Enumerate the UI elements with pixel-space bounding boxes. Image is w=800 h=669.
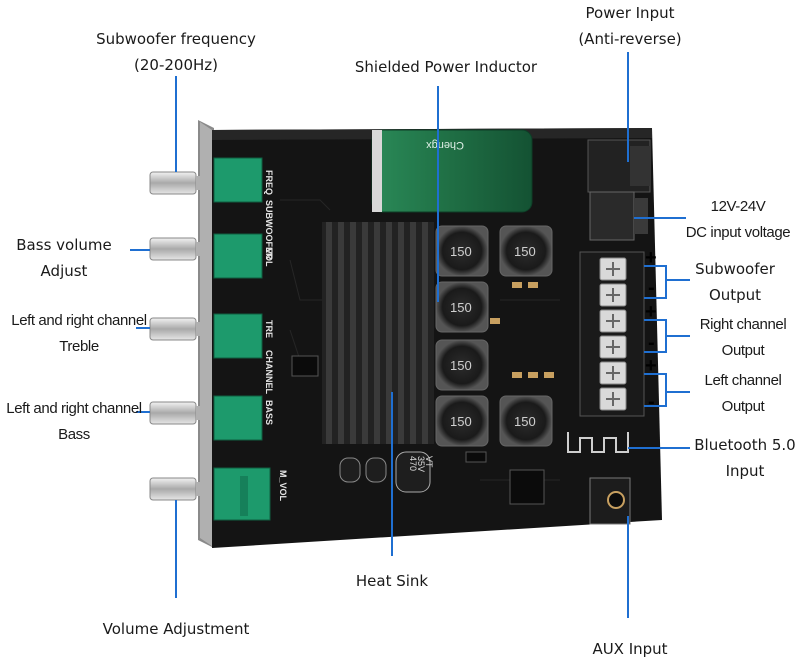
- label-shielded-power-inductor: Shielded Power Inductor: [354, 58, 538, 76]
- label-subwoofer-output: Subwoofer Output: [695, 260, 775, 304]
- inductor: 150: [499, 225, 553, 277]
- svg-text:150: 150: [514, 244, 536, 259]
- inductor: 150: [435, 281, 489, 333]
- ic-chips: [291, 355, 545, 505]
- svg-text:150: 150: [514, 414, 536, 429]
- bluetooth-antenna: [567, 432, 629, 453]
- label-heat-sink: Heat Sink: [355, 572, 429, 590]
- svg-text:35V: 35V: [416, 456, 426, 472]
- inductor: 150: [435, 225, 489, 277]
- power-inductors: 150 150 150 150 150 150: [435, 225, 553, 447]
- leader-lines: [130, 52, 690, 618]
- label-treble: Left and right channel Treble: [11, 312, 147, 355]
- label-right-channel-output: Right channel Output: [699, 316, 787, 359]
- leader-subwoofer-output: [644, 265, 667, 299]
- label-aux-input: AUX Input: [592, 640, 668, 658]
- terminal-polarity-signs: + - + - + -: [645, 247, 657, 413]
- sign-minus: -: [648, 391, 655, 413]
- pot-label-mvol: M_VOL: [278, 470, 288, 502]
- small-capacitors: 470 35V VT: [339, 451, 434, 493]
- power-jack: [587, 139, 651, 193]
- sign-plus: +: [645, 247, 657, 269]
- pot-label-channel: CHANNEL: [264, 350, 274, 395]
- svg-text:150: 150: [450, 358, 472, 373]
- volume-knob: [149, 477, 210, 501]
- pot-label-subwoofer: SUBWOOFER: [264, 200, 274, 260]
- inductor: 150: [435, 339, 489, 391]
- label-bluetooth-input: Bluetooth 5.0 Input: [694, 436, 796, 480]
- heat-sink: [322, 222, 434, 444]
- svg-text:150: 150: [450, 300, 472, 315]
- svg-text:150: 150: [450, 244, 472, 259]
- pot-label-freq: FREQ: [264, 170, 274, 195]
- label-bass: Left and right channel Bass: [6, 400, 142, 443]
- label-left-channel-output: Left channel Output: [704, 372, 782, 415]
- label-power-input: Power Input (Anti-reverse): [578, 4, 682, 48]
- capacitor-470: 470 35V VT: [395, 451, 434, 493]
- svg-text:470: 470: [408, 456, 418, 471]
- pot-label-bass: BASS: [264, 400, 274, 425]
- capacitor-brand: Chengx: [426, 139, 464, 151]
- smd-components: [490, 282, 554, 378]
- potentiometers: [213, 157, 271, 521]
- speaker-terminal-block: [579, 251, 645, 417]
- label-bass-volume: Bass volume Adjust: [16, 236, 112, 280]
- inductor: 150: [499, 395, 553, 447]
- bass-knob: [149, 401, 210, 425]
- main-capacitor: Chengx: [371, 129, 533, 213]
- label-volume-adjustment: Volume Adjustment: [102, 620, 250, 638]
- sign-minus: -: [648, 277, 655, 299]
- sign-plus: +: [645, 301, 657, 323]
- label-subwoofer-frequency: Subwoofer frequency (20-200Hz): [96, 30, 256, 74]
- svg-text:150: 150: [450, 414, 472, 429]
- svg-text:VT: VT: [424, 456, 434, 468]
- leader-left-output: [644, 373, 667, 407]
- sign-minus: -: [648, 332, 655, 354]
- inductor: 150: [435, 395, 489, 447]
- label-dc-input-voltage: 12V-24V DC input voltage: [685, 198, 791, 241]
- pot-silkscreen-labels: FREQ SUBWOOFER VOL TRE CHANNEL BASS M_VO…: [264, 170, 288, 502]
- subwoofer-frequency-knob: [149, 171, 210, 195]
- pot-label-vol: VOL: [264, 248, 274, 267]
- pot-label-tre: TRE: [264, 320, 274, 338]
- sign-plus: +: [645, 355, 657, 377]
- dc-input-terminal: [589, 191, 648, 241]
- aux-jack: [589, 477, 631, 525]
